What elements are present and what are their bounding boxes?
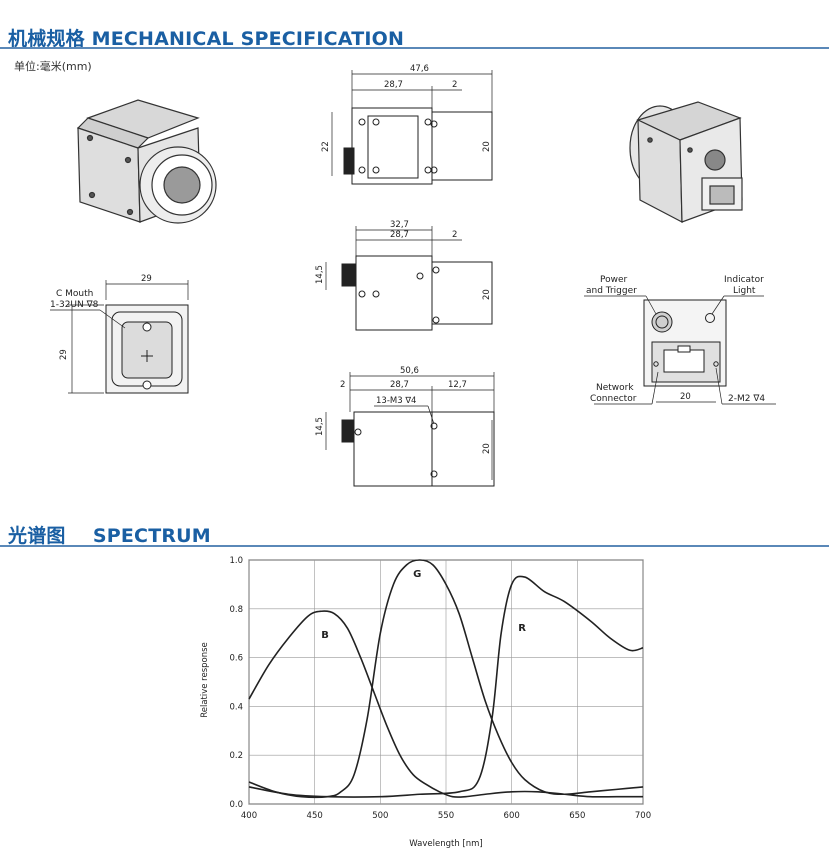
- bottom-total-dim: 50,6: [400, 366, 419, 376]
- unit-label: 单位:毫米(mm): [14, 60, 92, 73]
- rear-holes-label: 2-M2 ∇4: [728, 394, 765, 404]
- top-offset-dim: 2: [452, 80, 457, 90]
- top-left-height-dim: 22: [321, 141, 331, 152]
- series-label-R: R: [518, 623, 526, 634]
- top-view-drawing: [331, 70, 493, 185]
- series-label-B: B: [321, 630, 329, 641]
- top-right-height-dim: 20: [482, 141, 492, 152]
- x-tick-label: 700: [635, 811, 651, 821]
- power-label-2: and Trigger: [586, 286, 637, 296]
- c-mount-thread-label: 1-32UN ∇8: [50, 300, 99, 310]
- bottom-left-height-dim: 14,5: [315, 417, 325, 436]
- y-tick-label: 0.8: [229, 605, 243, 615]
- spectrum-chart: B G R 400 450 500 550 600 650 700 0.0 0.2 0.4 0.6 0.8…: [200, 556, 651, 849]
- y-tick-label: 1.0: [229, 556, 243, 566]
- top-total-dim: 47,6: [410, 64, 429, 74]
- y-tick-label: 0.6: [229, 654, 243, 664]
- mechanical-section-title: 机械规格 MECHANICAL SPECIFICATION: [8, 28, 405, 50]
- top-body-dim: 28,7: [384, 80, 403, 90]
- y-tick-label: 0.2: [229, 751, 243, 761]
- c-mount-label: C Mouth: [56, 289, 93, 299]
- rear-view-drawing: [584, 295, 776, 405]
- side-right-height-dim: 20: [482, 289, 492, 300]
- bottom-holes-label: 13-M3 ∇4: [376, 396, 416, 406]
- bottom-offset-dim: 2: [340, 380, 345, 390]
- side-view-drawing: [325, 226, 493, 331]
- x-tick-label: 600: [504, 811, 520, 821]
- series-line-G: [248, 559, 644, 799]
- bottom-right-height-dim: 20: [482, 443, 492, 454]
- spectrum-title-rule: [0, 545, 829, 547]
- x-tick-label: 550: [438, 811, 454, 821]
- network-label: Network: [596, 383, 634, 393]
- indicator-label-2: Light: [733, 286, 756, 296]
- x-tick-label: 450: [307, 811, 323, 821]
- bottom-lens-dim: 12,7: [448, 380, 467, 390]
- side-total-dim: 32,7: [390, 220, 409, 230]
- front-height-dim: 29: [59, 349, 69, 360]
- x-tick-label: 500: [372, 811, 388, 821]
- indicator-label: Indicator: [724, 275, 764, 285]
- y-tick-label: 0.4: [229, 702, 243, 712]
- y-axis-label: Relative response: [200, 642, 210, 718]
- rear-width-dim: 20: [680, 392, 691, 402]
- side-offset-dim: 2: [452, 230, 457, 240]
- series-label-G: G: [413, 569, 421, 580]
- side-body-dim: 28,7: [390, 230, 409, 240]
- camera-iso-rear-image: [629, 101, 743, 224]
- front-width-dim: 29: [141, 274, 152, 284]
- camera-iso-front-image: [76, 99, 217, 224]
- x-tick-label: 400: [241, 811, 257, 821]
- bottom-view-drawing: [325, 372, 495, 487]
- x-axis-label: Wavelength [nm]: [409, 839, 482, 849]
- y-tick-label: 0.0: [229, 800, 243, 810]
- front-view-drawing: [50, 280, 189, 394]
- bottom-body-dim: 28,7: [390, 380, 409, 390]
- side-left-height-dim: 14,5: [315, 265, 325, 284]
- spectrum-section-title: 光谱图 SPECTRUM: [8, 525, 211, 547]
- mechanical-title-rule: [0, 47, 829, 49]
- power-label: Power: [600, 275, 628, 285]
- mechanical-drawings: 29 29 C Mouth 1-32UN ∇8 47,6 28,7 2 22 2…: [50, 64, 776, 487]
- x-tick-label: 650: [569, 811, 585, 821]
- network-label-2: Connector: [590, 394, 637, 404]
- series-line-R: [248, 575, 644, 798]
